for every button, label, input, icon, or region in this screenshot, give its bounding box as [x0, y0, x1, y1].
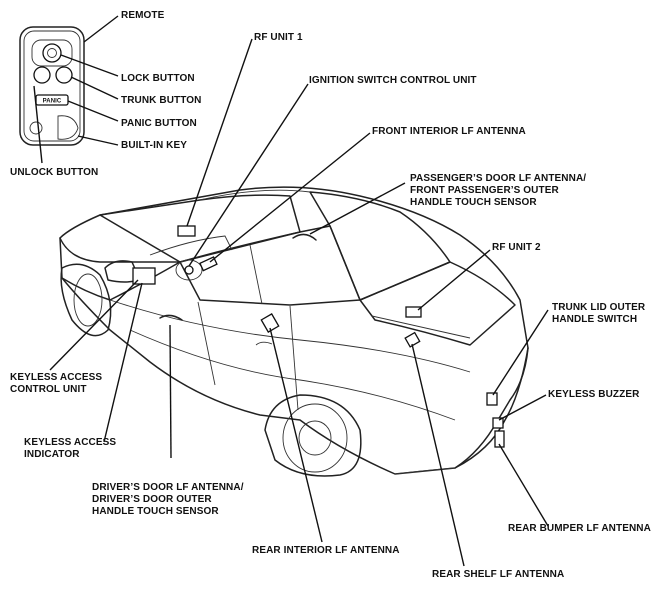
label-drivers-door-antenna-line-1: DRIVER’S DOOR LF ANTENNA/	[92, 482, 244, 493]
trunk-lid-handle-switch-part	[486, 392, 498, 406]
label-keyless-access-control-unit-line-2: CONTROL UNIT	[10, 384, 87, 395]
label-rear-shelf-lf-antenna: REAR SHELF LF ANTENNA	[432, 569, 564, 580]
label-keyless-access-indicator-line-1: KEYLESS ACCESS	[24, 437, 116, 448]
label-panic-button: PANIC BUTTON	[121, 118, 197, 129]
label-front-interior-lf-antenna: FRONT INTERIOR LF ANTENNA	[372, 126, 526, 137]
label-ignition-switch-control-unit: IGNITION SWITCH CONTROL UNIT	[309, 75, 477, 86]
car-illustration	[59, 186, 529, 477]
label-trunk-button: TRUNK BUTTON	[121, 95, 201, 106]
unlock-button-shape	[33, 66, 51, 84]
label-rf-unit-2: RF UNIT 2	[492, 242, 541, 253]
rear-bumper-antenna-part	[494, 430, 505, 448]
label-rear-interior-lf-antenna: REAR INTERIOR LF ANTENNA	[252, 545, 400, 556]
rf-unit-2-part	[405, 306, 422, 318]
trunk-button-shape	[55, 66, 73, 84]
label-passengers-door-antenna-line-3: HANDLE TOUCH SENSOR	[410, 197, 537, 208]
label-keyless-buzzer: KEYLESS BUZZER	[548, 389, 640, 400]
lock-button-shape	[42, 43, 62, 63]
label-passengers-door-antenna-line-1: PASSENGER’S DOOR LF ANTENNA/	[410, 173, 586, 184]
panic-key-text: PANIC	[43, 99, 62, 105]
labels: REMOTE LOCK BUTTON TRUNK BUTTON PANIC BU…	[10, 10, 651, 580]
leader-lines	[33, 15, 549, 567]
label-remote: REMOTE	[121, 10, 165, 21]
label-drivers-door-antenna-line-3: HANDLE TOUCH SENSOR	[92, 506, 219, 517]
driver-door-antenna-part	[159, 314, 183, 321]
label-passengers-door-antenna-line-2: FRONT PASSENGER’S OUTER	[410, 185, 559, 196]
label-trunk-lid-line-2: HANDLE SWITCH	[552, 314, 637, 325]
keyless-buzzer-part	[492, 417, 504, 429]
label-drivers-door-antenna-line-2: DRIVER’S DOOR OUTER	[92, 494, 212, 505]
label-trunk-lid-line-1: TRUNK LID OUTER	[552, 302, 646, 313]
ignition-switch-part	[184, 265, 194, 275]
label-unlock-button: UNLOCK BUTTON	[10, 167, 98, 178]
label-lock-button: LOCK BUTTON	[121, 73, 195, 84]
label-keyless-access-indicator-line-2: INDICATOR	[24, 449, 80, 460]
remote-fob: PANIC	[19, 26, 85, 146]
rear-shelf-antenna-part	[404, 331, 421, 348]
label-keyless-access-control-unit-line-1: KEYLESS ACCESS	[10, 372, 102, 383]
label-built-in-key: BUILT-IN KEY	[121, 140, 187, 151]
built-in-key-shape	[57, 115, 79, 140]
rear-interior-antenna-part	[260, 313, 280, 333]
rf-unit-1-part	[177, 225, 196, 237]
passenger-door-antenna-part	[292, 233, 317, 241]
label-rf-unit-1: RF UNIT 1	[254, 32, 303, 43]
keyless-access-control-unit-part	[132, 267, 156, 285]
label-rear-bumper-lf-antenna: REAR BUMPER LF ANTENNA	[508, 523, 651, 534]
